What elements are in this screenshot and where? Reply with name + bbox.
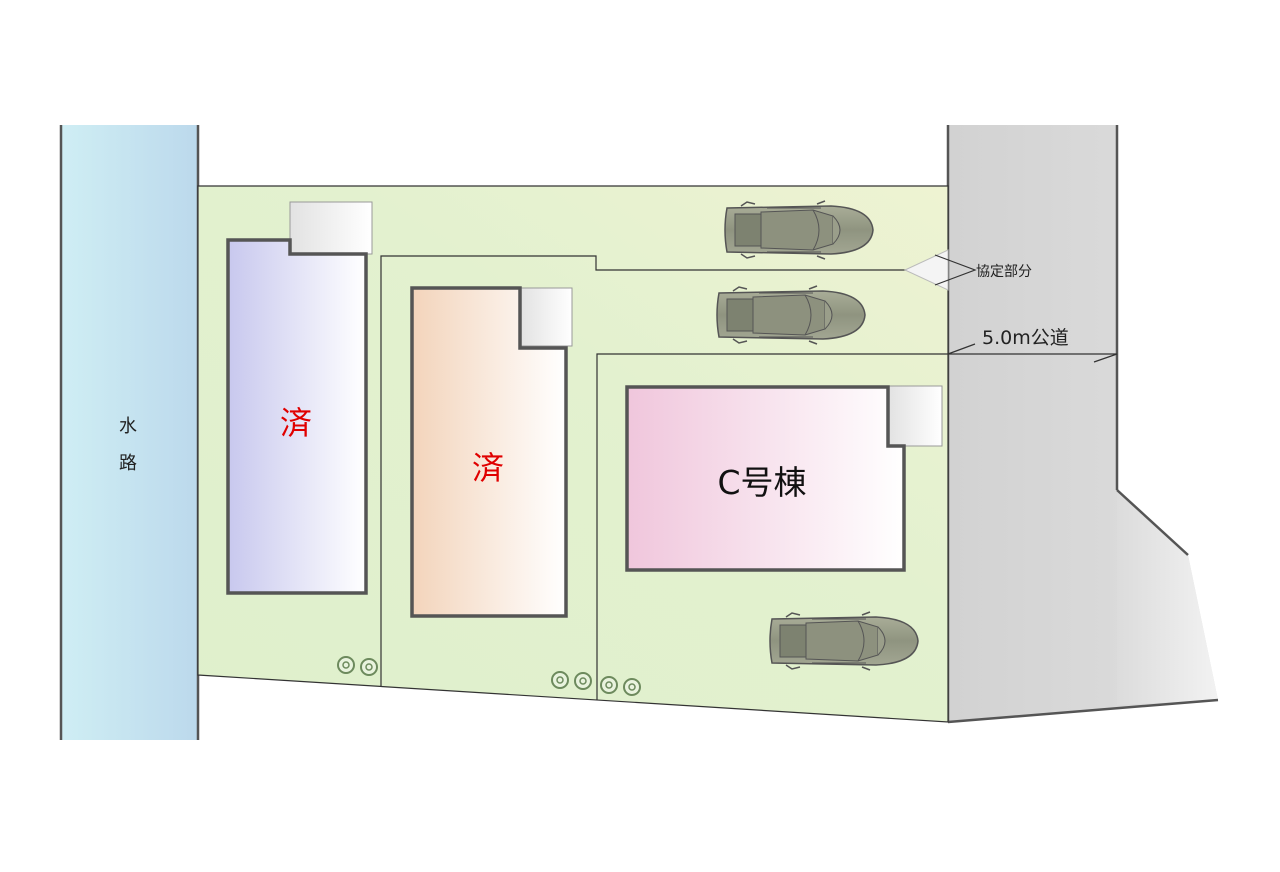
house-b-status: 済: [472, 449, 504, 487]
waterway-label-1: 水: [119, 416, 137, 437]
house-b-footprint: [410, 286, 568, 618]
road-edge-bottom: [947, 698, 1219, 724]
shrub-icon: [337, 656, 355, 674]
site-boundary: [197, 185, 949, 723]
road-width-label: 5.0m公道: [982, 327, 1069, 349]
shrub-icon: [360, 658, 378, 676]
house-a-porch: [289, 201, 373, 255]
car-icon: [716, 285, 866, 345]
house-c-porch: [887, 385, 943, 447]
agreement-area: [903, 249, 949, 291]
waterway: [61, 125, 197, 740]
house-c-label: C号棟: [717, 463, 806, 502]
lot-boundary-ab: [380, 255, 948, 686]
house-a-status: 済: [280, 404, 312, 442]
house-c-footprint: [625, 385, 906, 572]
waterway-label-2: 路: [119, 453, 137, 474]
agreement-label: 協定部分: [976, 264, 1032, 280]
house-b: 済: [410, 286, 573, 618]
shrub-icon: [551, 671, 569, 689]
shrub-icon: [600, 676, 618, 694]
lot-boundary-bc: [596, 353, 948, 700]
car-icon: [769, 611, 919, 671]
house-b-porch: [519, 287, 573, 347]
house-c: C号棟: [625, 385, 943, 572]
car-icon: [724, 200, 874, 260]
road-edge-corner: [1116, 489, 1189, 556]
road-width-tick-right: [1093, 353, 1118, 363]
public-road-corner: [1117, 490, 1218, 705]
road-width-tick-left: [947, 343, 976, 355]
shrub-icon: [574, 672, 592, 690]
agreement-pointer: [934, 254, 977, 286]
house-a: 済: [226, 201, 373, 595]
house-a-footprint: [226, 238, 368, 595]
shrub-icon: [623, 678, 641, 696]
